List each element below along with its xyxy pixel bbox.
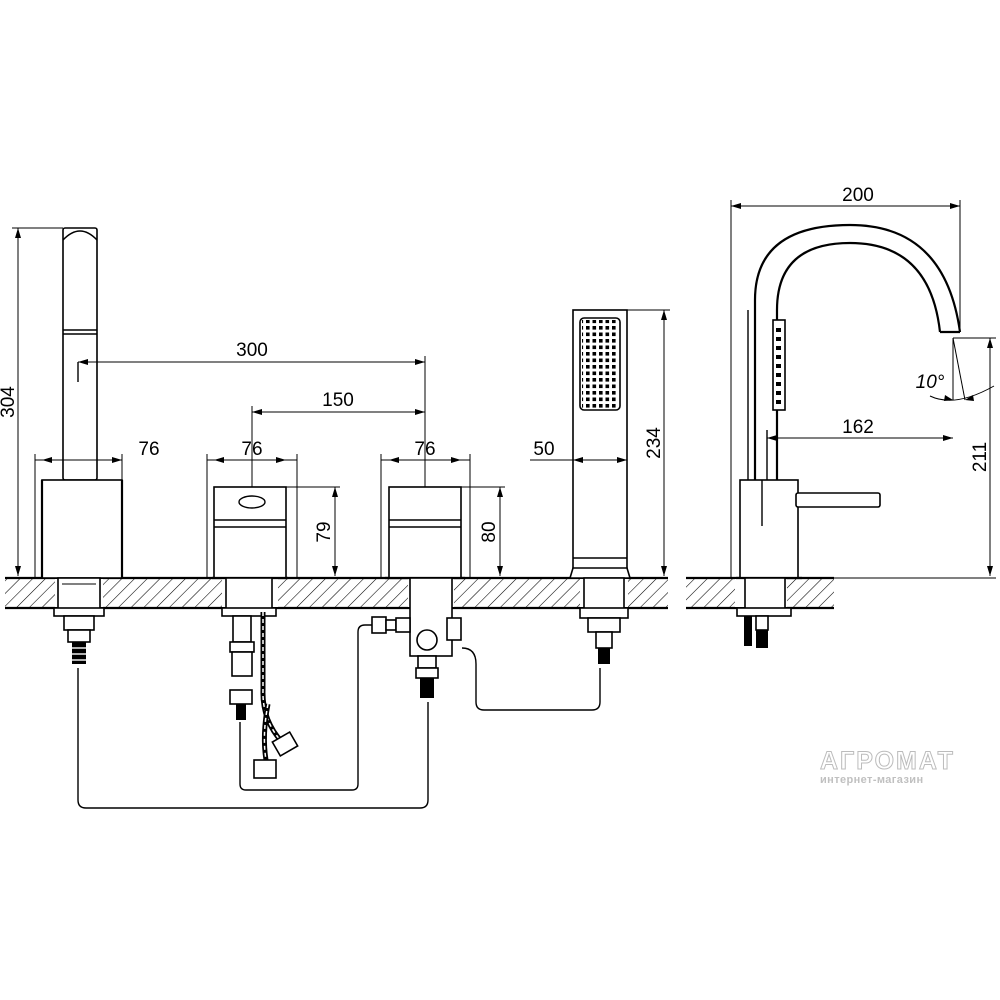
watermark-brand: АГРОМАТ — [820, 747, 955, 775]
dim-shower-height: 234 — [644, 427, 665, 459]
dim-spacing-total: 300 — [236, 340, 268, 361]
mixer-lever-right — [371, 486, 465, 698]
dim-lever2-height: 80 — [479, 521, 500, 542]
side-view-spout — [736, 223, 962, 648]
dim-lever1-width: 76 — [241, 439, 262, 460]
dim-side-width: 200 — [842, 185, 874, 206]
dim-side-reach: 162 — [842, 417, 874, 438]
watermark: АГРОМАТ интернет-магазин — [820, 747, 970, 787]
dim-lever2-width: 76 — [414, 439, 435, 460]
hand-shower — [568, 309, 632, 664]
dim-spout-angle: 10° — [916, 372, 945, 393]
connection-hoses — [77, 624, 601, 809]
dim-spout-base-width: 76 — [138, 439, 159, 460]
dim-spout-height: 304 — [0, 386, 19, 418]
watermark-subtitle: интернет-магазин — [820, 774, 924, 786]
mixer-lever-left — [212, 486, 299, 779]
dim-lever1-height: 79 — [314, 521, 335, 542]
spout-assembly — [40, 227, 124, 664]
dim-spacing-half: 150 — [322, 390, 354, 411]
dimension-lines — [12, 200, 996, 579]
countertop-front — [5, 576, 668, 610]
dim-side-height: 211 — [970, 442, 991, 472]
dim-shower-base-width: 50 — [533, 439, 554, 460]
